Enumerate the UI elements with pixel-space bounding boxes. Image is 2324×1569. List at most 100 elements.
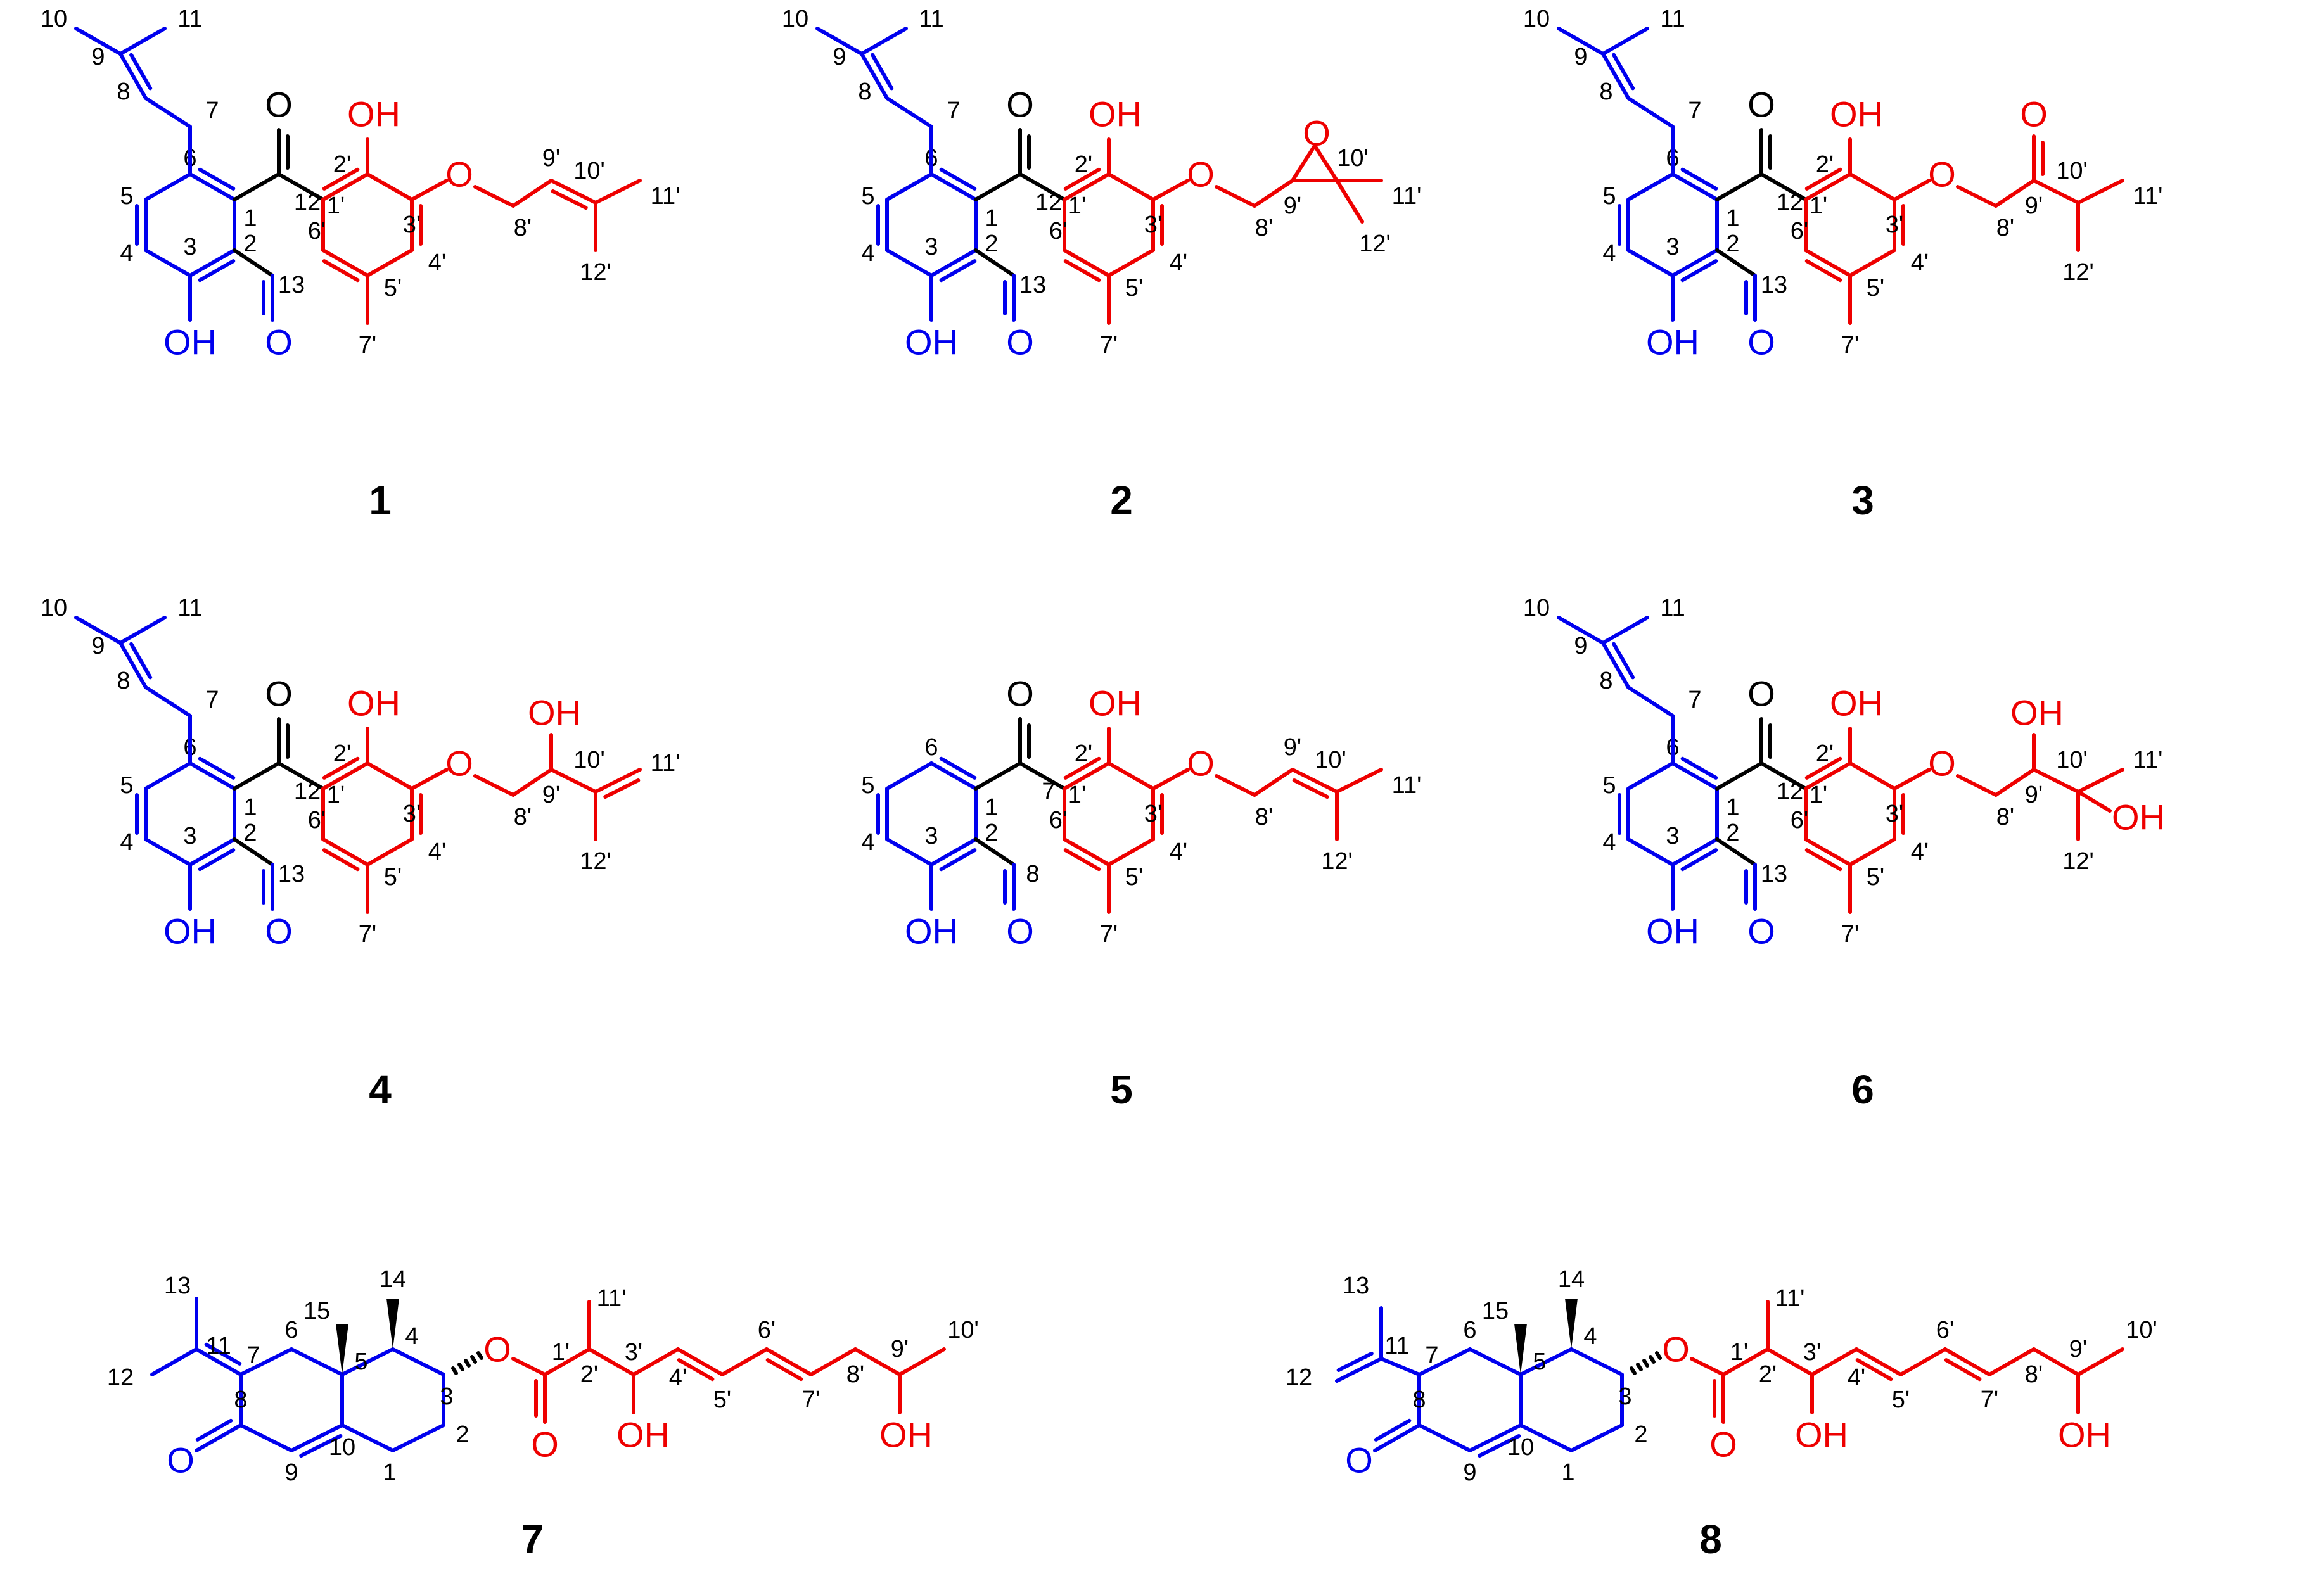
bond [321, 837, 369, 867]
bond [974, 837, 1016, 867]
compound-number: 7 [521, 1516, 544, 1562]
atom-number: 4' [1170, 839, 1187, 865]
bond [239, 1347, 293, 1376]
compound-1: OHOOOHO12345613121'2'3'4'5'6'7'78910118'… [41, 6, 680, 523]
bond [233, 172, 281, 201]
bond [340, 1423, 395, 1452]
hydroxyl-label: OH [347, 94, 400, 134]
bond [1671, 172, 1719, 201]
bond [885, 837, 933, 867]
oxygen-label: O [1747, 322, 1775, 362]
bond [1759, 761, 1808, 791]
bond [1417, 1423, 1472, 1452]
oxygen-label: O [1006, 674, 1034, 714]
bond [1373, 1423, 1421, 1452]
bond [473, 774, 515, 797]
double-bond-line [322, 756, 360, 780]
compound-number: 5 [1110, 1067, 1133, 1112]
atom-number: 9 [1574, 633, 1587, 659]
bond [188, 761, 236, 791]
bond [632, 1347, 680, 1376]
bond [1215, 774, 1256, 797]
atom-number: 1' [552, 1339, 570, 1366]
atom-number: 1' [1730, 1339, 1748, 1366]
atom-number: 7 [1688, 687, 1701, 713]
bond [1626, 172, 1675, 201]
bond [885, 96, 933, 129]
bond [1626, 837, 1675, 867]
bond [188, 172, 236, 201]
bond [195, 1347, 243, 1376]
atom-number: 10' [2056, 158, 2088, 184]
atom-number: 7 [1425, 1342, 1438, 1369]
double-bond-line [939, 848, 977, 872]
bond [1893, 768, 1931, 791]
atom-number: 10 [41, 6, 67, 32]
atom-number: 6' [1791, 807, 1808, 834]
atom-number: 11 [1384, 1333, 1409, 1359]
bond [1804, 837, 1852, 867]
atom-number: 12 [107, 1364, 134, 1391]
atom-number: 1' [1810, 193, 1827, 219]
bond [2076, 179, 2124, 205]
atom-number: 10' [2126, 1317, 2157, 1343]
atom-number: 6' [308, 218, 326, 245]
atom-number: 9 [284, 1459, 298, 1486]
hashed-bond [457, 1363, 464, 1371]
bond [1804, 172, 1852, 201]
bond [340, 1347, 395, 1376]
atom-number: 9' [891, 1336, 909, 1363]
bond [2076, 768, 2124, 794]
hydroxyl-label: OH [616, 1415, 670, 1455]
bond [720, 1347, 769, 1376]
atom-number: 12' [2062, 259, 2094, 286]
atom-number: 9' [2025, 193, 2043, 219]
atom-number: 5' [1125, 864, 1143, 891]
atom-number: 3' [1886, 801, 1903, 827]
bond [809, 1347, 857, 1376]
atom-number: 12 [1286, 1364, 1312, 1391]
double-bond-line [1612, 53, 1635, 91]
double-bond-line [195, 1418, 233, 1442]
bond [1417, 1347, 1472, 1376]
atom-number: 2' [333, 740, 351, 767]
oxygen-label: O [2020, 94, 2048, 134]
double-bond-line [198, 167, 236, 191]
bond [885, 761, 933, 791]
bond [290, 1347, 344, 1376]
bond [1943, 1347, 1991, 1376]
bond [860, 52, 889, 100]
bond [1766, 1347, 1814, 1376]
bond [1810, 1347, 1858, 1376]
double-bond-line [939, 167, 977, 191]
atom-number: 2 [1726, 820, 1739, 846]
atom-number: 11 [919, 6, 943, 32]
bond [594, 768, 642, 794]
bond [587, 1347, 635, 1376]
atom-number: 7' [1100, 332, 1118, 359]
atom-number: 3 [1666, 823, 1679, 849]
bond [144, 761, 192, 791]
bond [1291, 768, 1339, 794]
atom-number: 8 [1599, 79, 1612, 105]
hydroxyl-label: OH [879, 1415, 933, 1455]
atom-number: 1 [243, 794, 257, 821]
double-bond-line [198, 848, 236, 872]
atom-number: 5 [354, 1349, 367, 1375]
atom-number: 9' [542, 145, 560, 172]
oxygen-label: O [1187, 155, 1215, 194]
atom-number: 13 [278, 272, 305, 298]
oxygen-label: O [265, 85, 293, 125]
atom-number: 8 [1599, 668, 1612, 694]
atom-number: 4 [861, 829, 874, 856]
double-bond-line [1292, 778, 1329, 799]
atom-number: 5 [120, 772, 133, 799]
bond [511, 179, 553, 208]
bond [277, 172, 325, 201]
atom-number: 12' [580, 259, 611, 286]
double-bond-line [1680, 259, 1718, 283]
atom-number: 7 [1042, 778, 1055, 805]
double-bond-line [1804, 848, 1842, 872]
atom-number: 3 [924, 823, 938, 849]
